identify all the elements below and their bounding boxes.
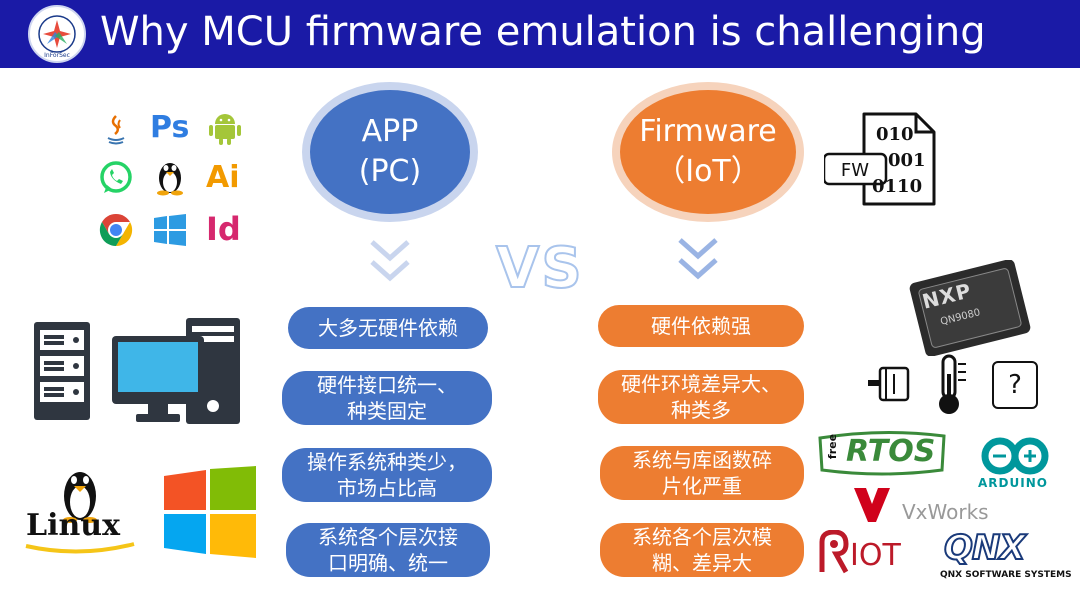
freertos-label: RTOS: [846, 434, 936, 469]
qnx-logo: QNX QNX SOFTWARE SYSTEMS: [936, 527, 1072, 584]
fw-feature-2: 硬件环境差异大、 种类多: [598, 370, 804, 424]
vs-label: VS: [495, 235, 584, 302]
firmware-file-icon: FW 010 001 0110: [824, 112, 936, 208]
java-icon: [100, 112, 132, 150]
title-bar: InForSec Why MCU firmware emulation is c…: [0, 0, 1080, 68]
fw-feature-1: 硬件依赖强: [598, 305, 804, 347]
whatsapp-icon: [98, 160, 134, 200]
iot-label: （IoT）: [655, 154, 761, 189]
chevron-down-icon: [678, 238, 718, 280]
app-feature-3: 操作系统种类少， 市场占比高: [282, 448, 492, 502]
freertos-free: free: [826, 433, 840, 460]
binary-line-3: 0110: [872, 176, 923, 197]
windows-logo: [164, 466, 256, 562]
pc-label: (PC): [358, 154, 422, 189]
riot-label: IOT: [850, 538, 901, 573]
app-pc-circle: APP (PC): [302, 82, 478, 222]
fw-label: FW: [840, 160, 870, 181]
arduino-logo: ARDUINO: [976, 436, 1056, 492]
svg-text:InForSec: InForSec: [44, 52, 70, 59]
chrome-icon: [98, 212, 134, 252]
question-box: ?: [992, 361, 1038, 409]
app-feature-2: 硬件接口统一、 种类固定: [282, 371, 492, 425]
photoshop-icon: Ps: [150, 110, 190, 145]
indesign-icon: Id: [206, 210, 241, 248]
thermometer-icon: [930, 354, 970, 420]
firmware-iot-circle: Firmware （IoT）: [612, 82, 804, 222]
firmware-label: Firmware: [639, 114, 777, 149]
page-title: Why MCU firmware emulation is challengin…: [100, 9, 986, 55]
windows-icon: [154, 214, 186, 250]
arduino-label: ARDUINO: [978, 476, 1048, 490]
android-icon: [208, 110, 242, 150]
fw-feature-3: 系统与库函数碎 片化严重: [600, 446, 804, 500]
nxp-chip-icon: NXP QN9080: [900, 260, 1040, 356]
vxworks-logo: VxWorks: [852, 486, 1002, 526]
inforsec-logo: InForSec: [28, 5, 86, 63]
server-rack-icon: [32, 320, 92, 426]
binary-line-1: 010: [876, 124, 914, 145]
app-feature-4: 系统各个层次接 口明确、统一: [286, 523, 490, 577]
linux-label: Linux: [26, 508, 120, 543]
freertos-logo: free RTOS: [816, 430, 948, 476]
vxworks-label: VxWorks: [902, 500, 989, 524]
riot-logo: IOT: [816, 530, 916, 578]
chevron-down-icon: [370, 240, 410, 282]
app-label: APP: [361, 114, 419, 149]
app-feature-1: 大多无硬件依赖: [288, 307, 488, 349]
fw-feature-4: 系统各个层次模 糊、差异大: [600, 523, 804, 577]
qnx-label: QNX: [943, 527, 1027, 569]
desktop-computer-icon: [110, 316, 242, 432]
qnx-sub-label: QNX SOFTWARE SYSTEMS: [940, 570, 1072, 580]
linux-logo: Linux: [20, 462, 140, 566]
tux-icon: [154, 158, 186, 200]
binary-line-2: 001: [888, 150, 926, 171]
illustrator-icon: Ai: [206, 160, 240, 195]
motor-icon: [866, 364, 910, 408]
